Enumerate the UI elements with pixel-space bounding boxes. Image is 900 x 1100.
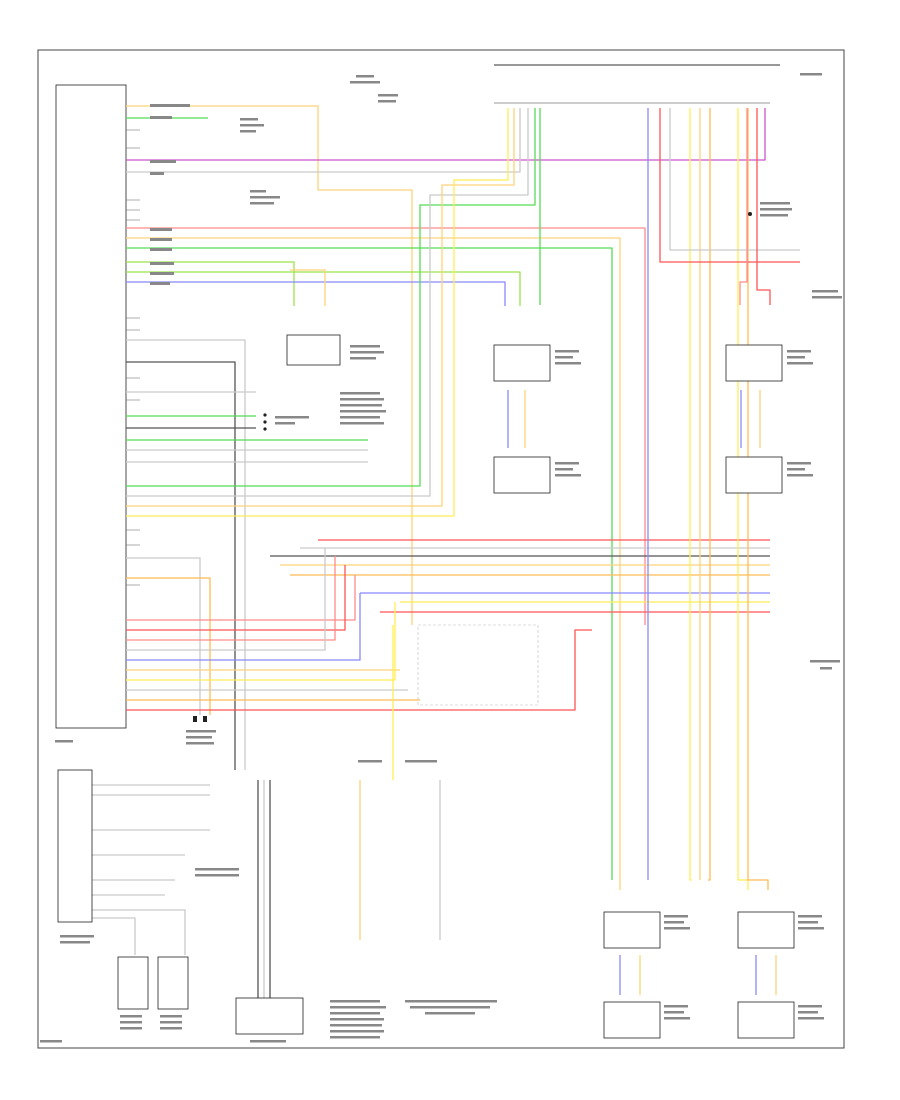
wire-w3-0 xyxy=(126,105,413,625)
right-front-door-tweeter-block xyxy=(603,1001,661,1039)
wire-w3-21 xyxy=(126,108,515,507)
wire-w2-20 xyxy=(126,108,529,497)
wire-w2-31 xyxy=(126,557,201,715)
wire-w7-12 xyxy=(126,361,236,770)
front-passenger-module-block xyxy=(286,334,341,366)
right-rear-door-tweeter-block xyxy=(725,456,783,494)
wire-w6-37 xyxy=(126,593,361,661)
left-rear-door-speaker-block xyxy=(737,911,795,949)
wire-w5-6 xyxy=(126,247,613,880)
wire-w10-52 xyxy=(756,108,771,305)
wire-w8-2 xyxy=(126,108,766,161)
wire-w11-7 xyxy=(126,261,295,306)
wire-w4-45 xyxy=(689,108,692,881)
wire-w4-39 xyxy=(126,602,396,681)
wire-w1-35 xyxy=(126,556,336,641)
wire-w2-11 xyxy=(126,339,246,770)
wire-w5-19 xyxy=(126,108,536,487)
right-front-door-speaker-block xyxy=(603,911,661,949)
left-rear-door-tweeter-block xyxy=(737,1001,795,1039)
wire-w10-50 xyxy=(659,108,800,263)
antenna-block xyxy=(235,997,304,1035)
wire-w3-10 xyxy=(290,269,326,306)
radio-unit-pins xyxy=(126,105,140,586)
right-rear-speaker-block xyxy=(157,956,189,1010)
left-rear-module-block xyxy=(57,769,93,923)
wire-w4-48 xyxy=(737,108,749,890)
radio-unit-block xyxy=(55,84,127,729)
wire-w10-42 xyxy=(126,629,592,711)
amplifier-inner-block xyxy=(417,624,539,706)
left-rear-speaker-block xyxy=(117,956,149,1010)
right-rear-door-speaker-block xyxy=(725,344,783,382)
ground-terminals xyxy=(193,212,752,722)
wire-w1-33 xyxy=(126,575,356,621)
wire-w9-32 xyxy=(126,577,211,715)
wire-w6-9 xyxy=(126,281,506,306)
wire-harness xyxy=(92,105,800,998)
wire-w9-49 xyxy=(747,108,769,890)
wire-w2-75 xyxy=(92,917,136,955)
wire-w2-74 xyxy=(92,909,186,955)
wire-w1-4 xyxy=(126,227,646,625)
label-marks xyxy=(40,73,842,1043)
wire-w2-36 xyxy=(126,548,326,651)
wire-w2-3 xyxy=(126,108,521,173)
outer-frame xyxy=(37,49,845,1049)
wire-w10-34 xyxy=(126,565,346,631)
wire-w9-47 xyxy=(708,108,711,881)
wire-w4-22 xyxy=(126,108,509,517)
wire-w1-53 xyxy=(739,108,748,305)
left-front-door-speaker-block xyxy=(493,344,551,382)
wire-w3-5 xyxy=(126,237,621,890)
wire-w11-8 xyxy=(126,271,521,306)
left-front-door-tweeter-block xyxy=(493,456,551,494)
